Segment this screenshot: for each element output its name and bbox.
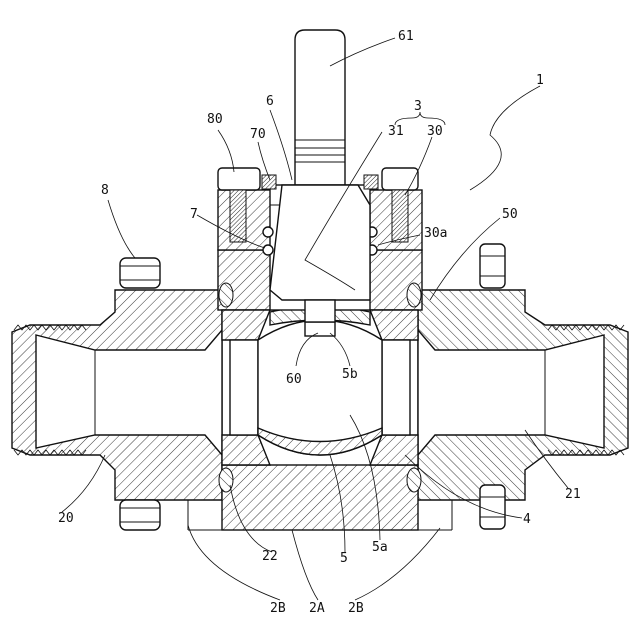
label-8: 8 [101, 183, 109, 198]
label-20: 20 [58, 511, 74, 526]
label-31: 31 [388, 124, 404, 139]
label-30a: 30a [424, 226, 447, 241]
label-6: 6 [266, 94, 274, 109]
left-connector-20 [12, 290, 222, 500]
label-7: 7 [190, 207, 198, 222]
label-61: 61 [398, 29, 414, 44]
label-5b: 5b [342, 367, 358, 382]
label-70: 70 [250, 127, 266, 142]
right-connector-21 [418, 290, 628, 500]
ball-5 [258, 306, 382, 455]
label-1: 1 [536, 73, 544, 88]
label-5a: 5a [372, 540, 388, 555]
label-4: 4 [523, 512, 531, 527]
label-2A: 2A [309, 601, 325, 616]
label-21: 21 [565, 487, 581, 502]
label-80: 80 [207, 112, 223, 127]
label-22: 22 [262, 549, 278, 564]
label-50: 50 [502, 207, 518, 222]
label-2B-left: 2B [270, 601, 286, 616]
label-5: 5 [340, 551, 348, 566]
label-3: 3 [414, 99, 422, 114]
label-60: 60 [286, 372, 302, 387]
label-30: 30 [427, 124, 443, 139]
label-2B-right: 2B [348, 601, 364, 616]
